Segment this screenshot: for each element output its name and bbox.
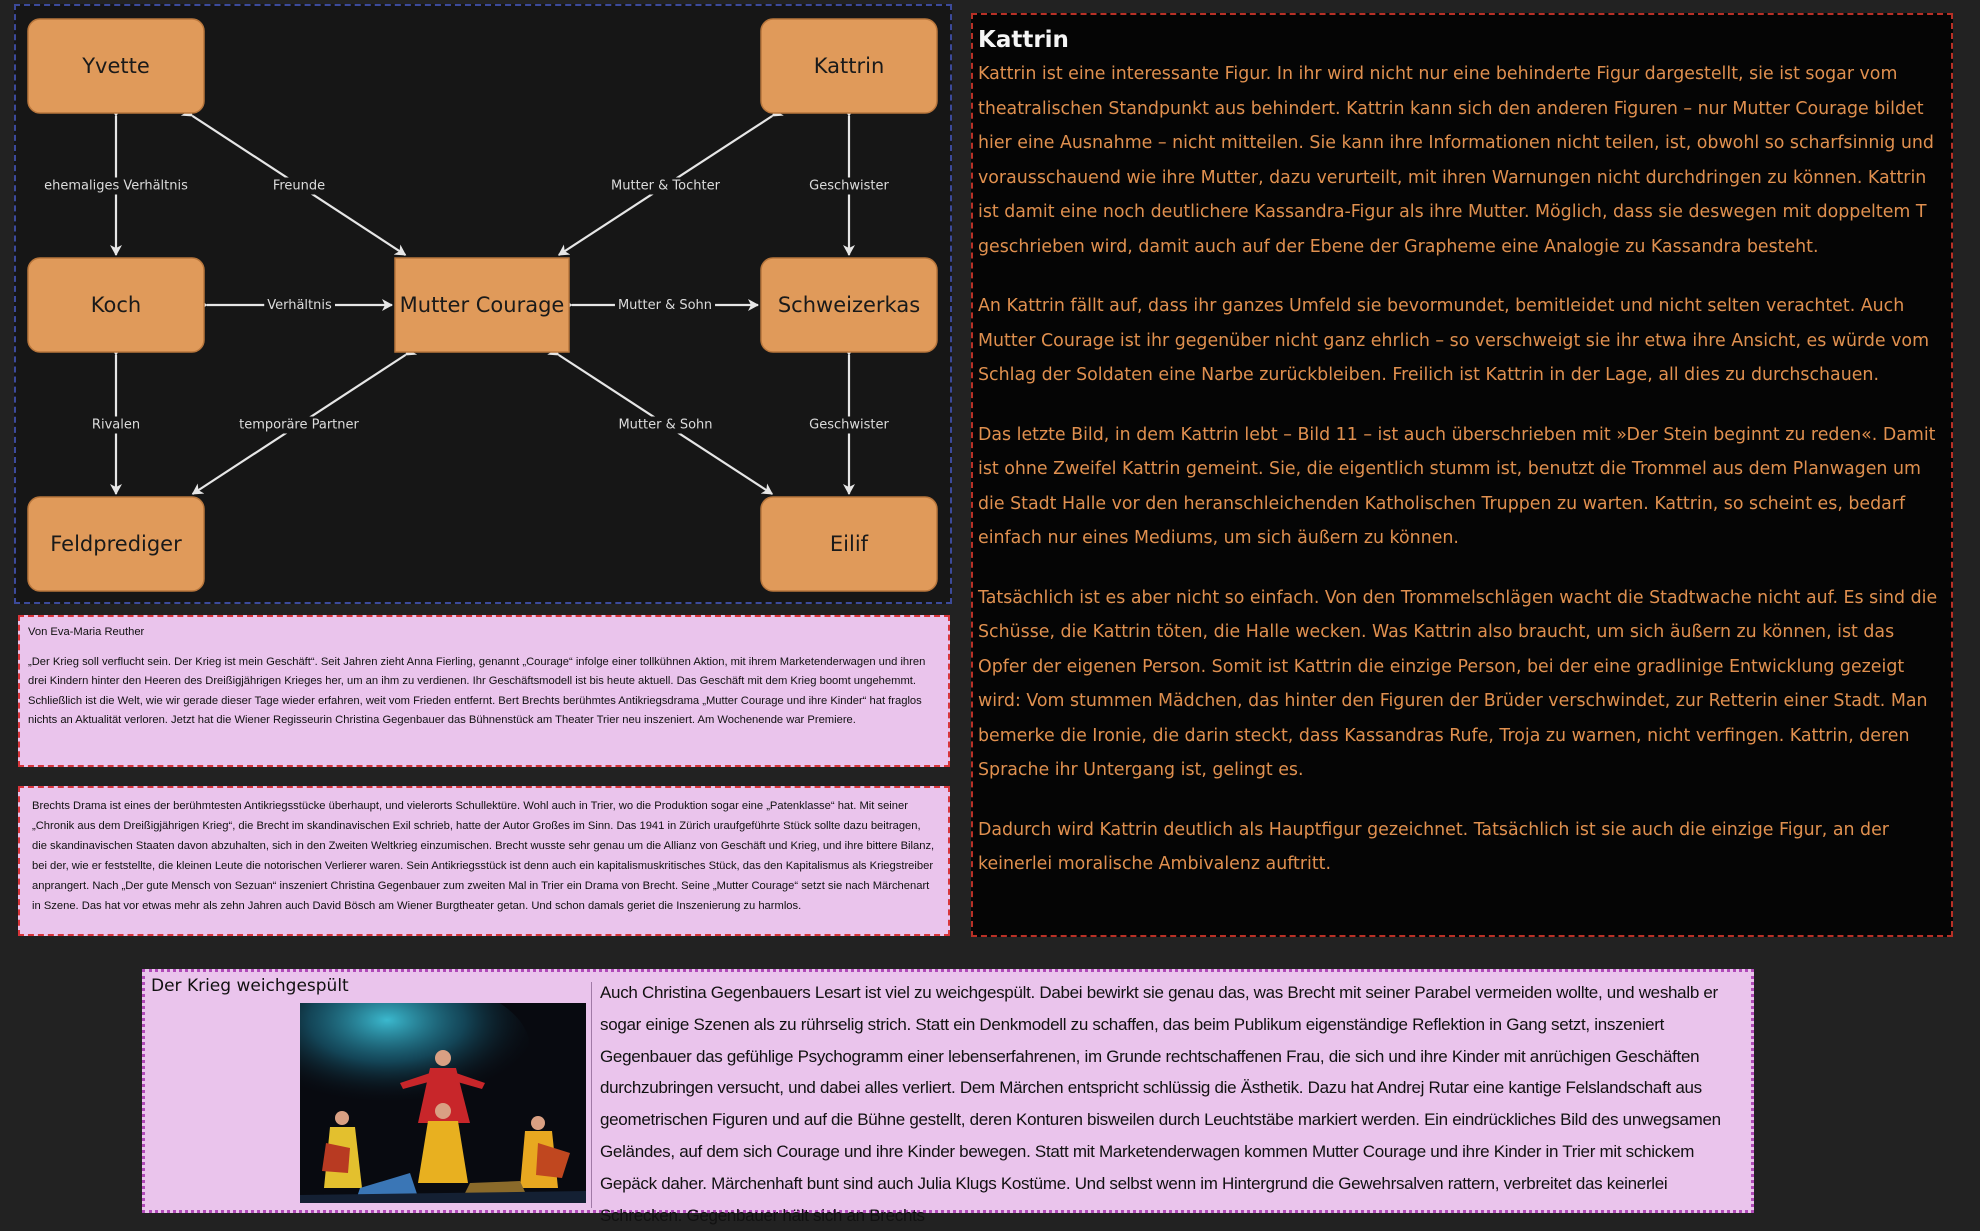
node-label: Mutter Courage: [400, 293, 565, 317]
kattrin-analysis-panel: Kattrin Kattrin ist eine interessante Fi…: [971, 13, 1953, 937]
review-heading: Der Krieg weichgespült: [151, 976, 349, 996]
relationship-label: Mutter & Sohn: [614, 297, 716, 314]
node-label: Yvette: [81, 54, 150, 78]
svg-text:Geschwister: Geschwister: [809, 418, 889, 433]
relationship-label: Geschwister: [806, 416, 893, 434]
character-relationship-diagram: Freunde Mutter & Tochter ehemaliges Verhäl…: [14, 4, 952, 604]
kattrin-paragraph-1: Kattrin ist eine interessante Figur. In …: [978, 64, 1934, 257]
svg-text:Mutter & Sohn: Mutter & Sohn: [618, 418, 712, 433]
node-feldprediger: Feldprediger: [27, 496, 205, 592]
node-label: Koch: [91, 293, 141, 317]
node-kattrin: Kattrin: [760, 18, 938, 114]
node-schweizerkas: Schweizerkas: [760, 257, 938, 353]
node-koch: Koch: [27, 257, 205, 353]
relationship-label: Verhältnis: [264, 297, 335, 314]
svg-text:Geschwister: Geschwister: [809, 179, 889, 194]
review-article: Der Krieg weichgespült: [142, 969, 1754, 1225]
review-paragraph: Auch Christina Gegenbauers Lesart ist vi…: [600, 983, 1721, 1225]
node-label: Kattrin: [814, 54, 885, 78]
svg-text:temporäre Partner: temporäre Partner: [239, 418, 359, 433]
node-yvette: Yvette: [27, 18, 205, 114]
svg-text:Verhältnis: Verhältnis: [267, 298, 332, 313]
svg-text:Mutter & Sohn: Mutter & Sohn: [618, 298, 712, 313]
relationship-label: ehemaliges Verhältnis: [41, 177, 192, 195]
diagram-canvas: Freunde Mutter & Tochter ehemaliges Verhäl…: [27, 18, 938, 592]
context-paragraph: Brechts Drama ist eines der berühmtesten…: [32, 800, 935, 912]
svg-text:Mutter & Tochter: Mutter & Tochter: [611, 179, 721, 194]
relationship-label: Geschwister: [806, 177, 893, 195]
relationship-label: Rivalen: [88, 416, 144, 434]
kattrin-paragraph-5: Dadurch wird Kattrin deutlich als Hauptf…: [978, 819, 1889, 875]
relationship-label: Mutter & Sohn: [615, 416, 716, 434]
stage-photo: [300, 1003, 586, 1203]
author-byline: Von Eva-Maria Reuther: [28, 626, 145, 638]
column-divider: [591, 982, 592, 1208]
svg-text:Freunde: Freunde: [273, 179, 325, 194]
kattrin-heading: Kattrin: [978, 27, 1069, 53]
relationship-label: temporäre Partner: [236, 416, 363, 434]
node-label: Eilif: [830, 532, 869, 556]
intro-paragraph: „Der Krieg soll verflucht sein. Der Krie…: [28, 655, 926, 727]
svg-text:ehemaliges Verhältnis: ehemaliges Verhältnis: [44, 179, 188, 194]
article-intro: Von Eva-Maria Reuther „Der Krieg soll ve…: [18, 615, 950, 767]
relationship-label: Mutter & Tochter: [608, 177, 724, 195]
node-courage: Mutter Courage: [394, 257, 570, 353]
kattrin-paragraph-2: An Kattrin fällt auf, dass ihr ganzes Um…: [978, 296, 1930, 385]
kattrin-paragraph-4: Tatsächlich ist es aber nicht so einfach…: [978, 587, 1938, 781]
svg-text:Rivalen: Rivalen: [92, 418, 140, 433]
node-label: Feldprediger: [50, 532, 182, 556]
node-eilif: Eilif: [760, 496, 938, 592]
article-context: Brechts Drama ist eines der berühmtesten…: [18, 786, 950, 936]
node-label: Schweizerkas: [778, 293, 920, 317]
relationship-label: Freunde: [269, 177, 329, 195]
kattrin-paragraph-3: Das letzte Bild, in dem Kattrin lebt – B…: [978, 424, 1936, 549]
